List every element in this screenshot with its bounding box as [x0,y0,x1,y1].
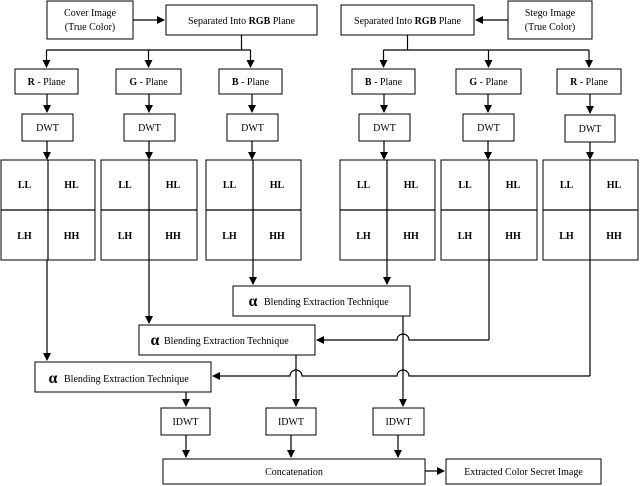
plane-box-b-left: B - Plane [218,68,283,95]
separated-left-label: Separated Into RGB Plane [188,16,295,27]
subband-ll: LL [118,180,132,191]
subband-hh: HH [269,231,285,242]
subband-lh: LH [17,231,32,242]
blending-box-bottom: α Blending Extraction Technique [34,361,212,393]
dwt-box-5: DWT [462,113,515,142]
subband-ll: LL [560,180,574,191]
plane-box-b-right: B - Plane [351,68,416,95]
subband-grid-1: LL HL LH HH [0,159,96,261]
subband-hh: HH [505,231,521,242]
svg-text:B - Plane: B - Plane [365,77,403,88]
plane-box-r-right: R - Plane [556,68,622,95]
dwt-box-6: DWT [564,114,616,143]
separated-right-label: Separated Into RGB Plane [354,16,461,27]
dwt-box-4: DWT [358,113,411,142]
alpha-symbol: α [49,370,58,387]
subband-grid-2: LL HL LH HH [100,159,198,261]
idwt-box-3: IDWT [372,407,425,436]
plane-box-g-left: G - Plane [115,68,182,95]
idwt-box-2: IDWT [265,407,317,436]
stego-image-box: Stego Image (True Color) [507,0,593,40]
blending-label: Blending Extraction Technique [164,336,289,347]
subband-hl: HL [404,180,419,191]
svg-text:R - Plane: R - Plane [28,77,66,88]
output-box: Extracted Color Secret Image [445,458,602,485]
svg-text:G - Plane: G - Plane [469,77,508,88]
subband-lh: LH [559,231,574,242]
subband-ll: LL [458,180,472,191]
subband-hl: HL [166,180,181,191]
subband-lh: LH [356,231,371,242]
subband-grid-3: LL HL LH HH [205,159,302,261]
dwt-box-3: DWT [226,113,279,142]
concatenation-box: Concatenation [162,458,426,485]
svg-text:DWT: DWT [579,124,602,135]
cover-image-label-line2: (True Color) [65,22,115,33]
subband-lh: LH [458,231,473,242]
output-label: Extracted Color Secret Image [464,467,583,478]
svg-text:B - Plane: B - Plane [232,77,270,88]
alpha-symbol: α [249,293,258,310]
svg-text:DWT: DWT [477,123,500,134]
svg-text:IDWT: IDWT [278,417,304,428]
subband-hl: HL [270,180,285,191]
separated-right-box: Separated Into RGB Plane [340,4,475,36]
svg-text:R - Plane: R - Plane [570,77,608,88]
alpha-symbol: α [151,332,160,349]
idwt-box-1: IDWT [160,407,211,436]
subband-grid-5: LL HL LH HH [440,159,538,261]
subband-ll: LL [18,180,32,191]
svg-text:IDWT: IDWT [385,417,411,428]
subband-grid-4: LL HL LH HH [339,159,436,261]
subband-hh: HH [606,231,622,242]
svg-text:DWT: DWT [138,123,161,134]
blending-label: Blending Extraction Technique [264,297,389,308]
connectors [42,16,594,475]
svg-text:IDWT: IDWT [172,417,198,428]
subband-ll: LL [357,180,371,191]
subband-lh: LH [222,231,237,242]
plane-box-g-right: G - Plane [455,68,522,95]
subband-hl: HL [506,180,521,191]
blending-box-top: α Blending Extraction Technique [232,285,411,317]
subband-hh: HH [403,231,419,242]
subband-hl: HL [607,180,622,191]
concatenation-label: Concatenation [265,467,323,478]
blending-label: Blending Extraction Technique [64,374,189,385]
dwt-box-1: DWT [21,113,74,142]
subband-grid-6: LL HL LH HH [542,159,639,261]
dwt-box-2: DWT [123,113,176,142]
stego-image-label-line1: Stego Image [525,8,576,19]
svg-text:G - Plane: G - Plane [129,77,168,88]
cover-image-label-line1: Cover Image [64,8,116,19]
blending-box-middle: α Blending Extraction Technique [138,324,316,356]
cover-image-box: Cover Image (True Color) [46,0,134,40]
svg-text:DWT: DWT [241,123,264,134]
svg-text:DWT: DWT [36,123,59,134]
subband-hl: HL [64,180,79,191]
subband-lh: LH [118,231,133,242]
svg-text:DWT: DWT [373,123,396,134]
subband-ll: LL [223,180,237,191]
subband-hh: HH [165,231,181,242]
subband-hh: HH [64,231,80,242]
separated-left-box: Separated Into RGB Plane [165,4,318,36]
stego-image-label-line2: (True Color) [525,22,575,33]
plane-box-r-left: R - Plane [14,68,79,95]
